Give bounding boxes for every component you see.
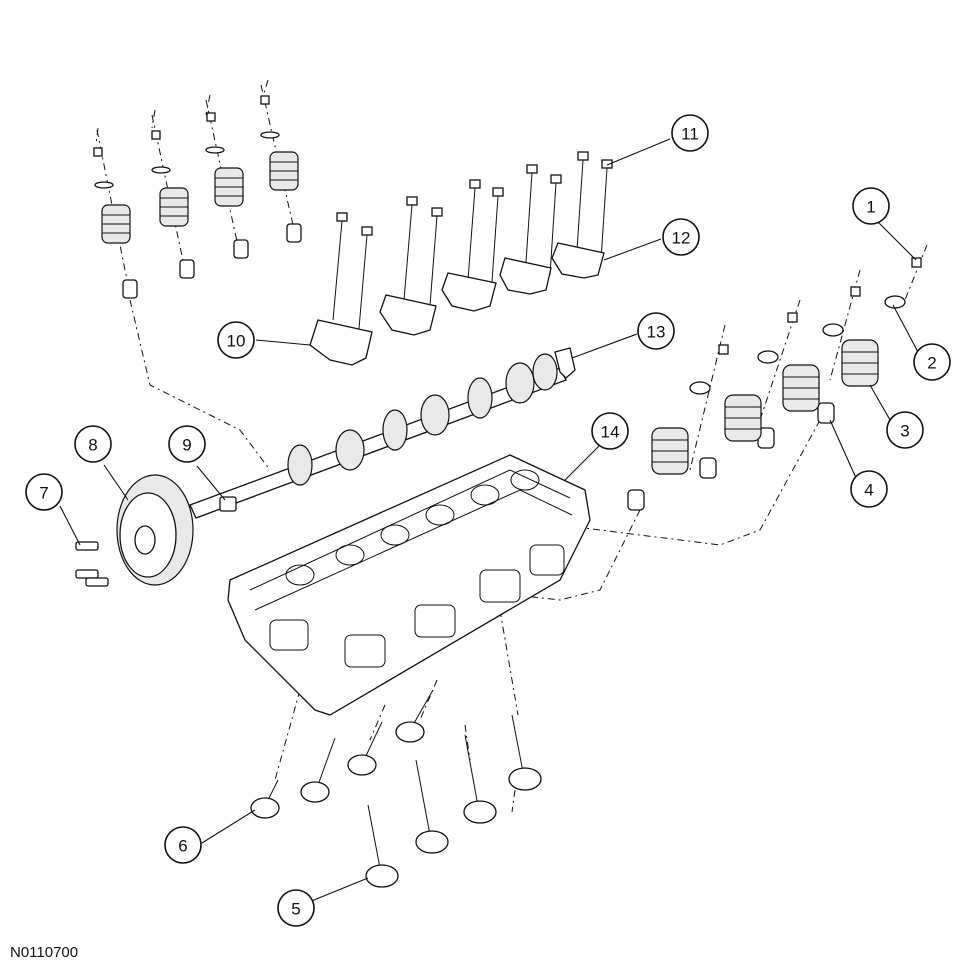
callout-5: 5: [277, 889, 315, 927]
svg-text:9: 9: [182, 436, 191, 455]
left-valve-spring-sets: [93, 95, 302, 299]
cylinder-head: [227, 454, 591, 716]
oil-feed-tube: [219, 496, 237, 512]
svg-text:7: 7: [39, 484, 48, 503]
svg-text:3: 3: [900, 422, 909, 441]
svg-text:10: 10: [227, 332, 246, 351]
svg-text:2: 2: [927, 354, 936, 373]
svg-text:13: 13: [647, 323, 666, 342]
vct-bolts: [75, 541, 109, 587]
callout-11: 11: [671, 114, 709, 152]
callout-2: 2: [913, 343, 951, 381]
callout-3: 3: [886, 411, 924, 449]
callout-14: 14: [591, 412, 629, 450]
svg-text:14: 14: [601, 423, 620, 442]
figure-id: N0110700: [10, 944, 79, 961]
callout-10: 10: [217, 321, 255, 359]
callout-13: 13: [637, 312, 675, 350]
svg-text:5: 5: [291, 900, 300, 919]
vct-unit: [116, 474, 194, 586]
leader-lines: [59, 138, 919, 903]
valve-spring-set: [260, 95, 302, 243]
svg-text:6: 6: [178, 837, 187, 856]
callout-9: 9: [168, 425, 206, 463]
valves: [250, 689, 542, 888]
svg-text:4: 4: [864, 481, 873, 500]
right-valve-spring-sets: [627, 257, 922, 511]
valve-spring-set: [205, 112, 249, 259]
svg-text:11: 11: [681, 125, 699, 144]
callout-6: 6: [164, 826, 202, 864]
svg-text:12: 12: [672, 229, 691, 248]
callout-12: 12: [662, 218, 700, 256]
callout-4: 4: [850, 470, 888, 508]
trigger-wheel: [554, 347, 576, 379]
valve-spring-set: [151, 130, 195, 279]
bearing-cap-bolts: [332, 151, 613, 341]
svg-text:8: 8: [88, 436, 97, 455]
callout-1: 1: [852, 187, 890, 225]
svg-text:1: 1: [866, 198, 875, 217]
callout-7: 7: [25, 473, 63, 511]
callout-8: 8: [74, 425, 112, 463]
camshaft-bearing-caps: [309, 242, 605, 366]
camshaft: [189, 353, 567, 519]
valve-spring-set: [93, 147, 138, 299]
